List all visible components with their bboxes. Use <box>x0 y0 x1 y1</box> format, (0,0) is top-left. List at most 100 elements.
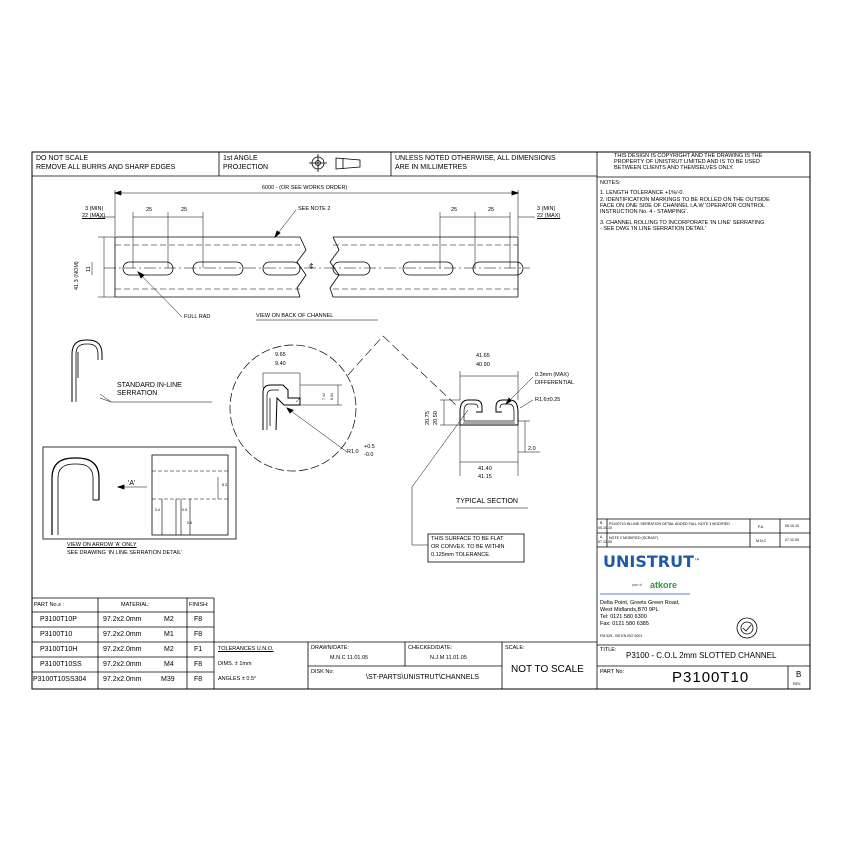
scale-label: SCALE: <box>505 645 525 651</box>
pitch-dim: 25 <box>451 207 458 213</box>
checked-label: CHECKED/DATE: <box>408 645 453 651</box>
part-number: P3100T10P <box>40 616 77 623</box>
differential-label-1: 0.3mm (MAX) <box>535 372 569 378</box>
brand-tel: Tel: 0121 580 6300 <box>600 614 647 620</box>
flat-surface-note-1: THIS SURFACE TO BE FLAT <box>431 536 504 542</box>
revision-desc: NOTE 2 MODIFIED (SCRA07) <box>609 536 658 540</box>
part-material: 97.2x2.0mm <box>103 646 142 653</box>
tolerances-label: TOLERANCES U.N.O. <box>218 646 274 652</box>
copyright-3: BETWEEN CLIENTS AND THEMSELVES ONLY. <box>614 165 734 171</box>
units-label-2: ARE IN MILLIMETRES <box>395 164 467 171</box>
part-grade: M1 <box>164 631 174 638</box>
part-finish: F8 <box>194 676 203 683</box>
full-rad-label: FULL RAD <box>184 314 211 320</box>
section-width-bot-1: 41.40 <box>478 466 492 472</box>
revision-check: 05.10.10 <box>785 524 799 528</box>
brand-name: UNISTRUT <box>603 552 694 571</box>
brand-address-2: West Midlands,B70 9PL <box>600 607 659 613</box>
section-width-bot-2: 41.15 <box>478 474 492 480</box>
arrow-dim-4: 0.6 <box>187 521 192 525</box>
part-grade: M4 <box>164 661 174 668</box>
copyright-2: PROPERTY OF UNISTRUT LIMITED AND IS TO B… <box>614 159 760 165</box>
revision-label: REV. <box>793 682 802 686</box>
flat-surface-note-2: OR CONVEX. TO BE WITHIN <box>431 544 505 550</box>
brand-cert: FM 025 - BS EN ISO 9001 <box>600 634 643 638</box>
part-material: 97.2x2.0mm <box>103 616 142 623</box>
section-thickness: 2.0 <box>528 446 536 452</box>
part-finish: F8 <box>194 661 203 668</box>
revision-letter: B <box>600 521 603 525</box>
max-right-dim: 22 (MAX) <box>537 213 561 219</box>
revision-by: M.N.C <box>756 539 767 543</box>
arrow-dim-1: 8.3 <box>222 483 227 487</box>
back-view-caption: VIEW ON BACK OF CHANNEL <box>256 313 334 319</box>
part-grade: M39 <box>161 676 175 683</box>
pitch-dim: 25 <box>181 207 188 213</box>
max-left-dim: 22 (MAX) <box>82 213 106 219</box>
note-line: INSTRUCTION No. 4 - STAMPING'. <box>600 209 689 215</box>
min-left-dim: 3 (MIN) <box>85 206 104 212</box>
part-number: P3100T10SS304 <box>33 676 87 683</box>
section-width-top-1: 41.65 <box>476 353 490 359</box>
projection-label-2: PROJECTION <box>223 164 269 171</box>
tolerance-angles: ANGLES ± 0.5° <box>218 676 257 682</box>
serration-label-2: SERRATION <box>117 390 158 397</box>
revision-letter: A <box>600 535 603 539</box>
slot-width-dim: 11 <box>86 266 92 272</box>
scale-value: NOT TO SCALE <box>511 664 584 675</box>
do-not-scale-label: DO NOT SCALE <box>36 155 88 162</box>
differential-label-2: DIFFERENTIAL <box>535 380 575 386</box>
title-label: TITLE: <box>600 647 617 653</box>
brand-fax: Fax: 0121 580 6385 <box>600 621 649 627</box>
centreline-symbol: ¢ <box>309 262 314 271</box>
arrow-view-caption: VIEW ON ARROW 'A' ONLY <box>67 542 137 548</box>
detail-radius-tol-plus: +0.5 <box>364 444 375 450</box>
checked-value: N.J.M 11.01.05 <box>430 655 467 661</box>
revision-value: B <box>796 670 802 679</box>
part-grade: M2 <box>164 646 174 653</box>
pitch-dim: 25 <box>488 207 495 213</box>
drawn-value: M.N.C 11.01.05 <box>330 655 369 661</box>
detail-dim-top-1: 9.65 <box>275 352 286 358</box>
part-number: P3100T10H <box>40 646 78 653</box>
detail-radius: R1.0 <box>347 449 359 455</box>
part-material: 97.2x2.0mm <box>103 631 142 638</box>
arrow-dim-2: 0.4 <box>155 508 160 512</box>
detail-dim-side-1: 7.44 <box>322 393 326 400</box>
part-number: P3100T10SS <box>40 661 82 668</box>
note-line: FACE ON ONE SIDE OF CHANNEL I.A.W 'OPERA… <box>600 203 766 209</box>
arrow-view-note: SEE DRAWING 'IN LINE SERRATION DETAIL' <box>67 550 183 556</box>
part-number: P3100T10 <box>40 631 73 638</box>
channel-height-dim: 41.3 (NOM) <box>74 261 80 290</box>
section-radius: R1.6±0.25 <box>535 397 561 403</box>
part-no-label: PART No: <box>600 669 625 675</box>
revision-check: 07.12.05 <box>785 538 799 542</box>
section-height-2: 20.50 <box>433 411 439 425</box>
detail-radius-tol-minus: -0.0 <box>364 452 374 458</box>
arrow-a-label: 'A' <box>128 480 136 487</box>
brand-address-1: Delta Point, Greets Green Road, <box>600 600 680 606</box>
part-finish: F8 <box>194 631 203 638</box>
section-width-top-2: 40.90 <box>476 362 490 368</box>
atkore-logo: atkore <box>650 580 678 590</box>
units-label-1: UNLESS NOTED OTHERWISE, ALL DIMENSIONS <box>395 155 556 162</box>
part-material: 97.2x2.0mm <box>103 676 142 683</box>
detail-dim-side-2: 6.94 <box>330 393 334 400</box>
revision-date: 05.10.10 <box>598 526 612 530</box>
arrow-dim-3: 0.5 <box>182 508 187 512</box>
see-note-label: SEE NOTE 2 <box>298 206 331 212</box>
tolerance-dims: DIMS. ± 1mm <box>218 661 252 667</box>
disk-label: DISK No: <box>311 669 334 675</box>
drawn-label: DRAWN/DATE: <box>311 645 349 651</box>
note-line: - SEE DWG 'IN LINE SERRATION DETAIL' <box>600 226 706 232</box>
brand-tm: ™ <box>694 558 700 565</box>
min-right-dim: 3 (MIN) <box>537 206 556 212</box>
notes-heading: NOTES: <box>600 180 621 186</box>
drawing-title: P3100 - C.O.L 2mm SLOTTED CHANNEL <box>626 651 777 660</box>
revision-desc: P3100T10 IN-LINE SERRATION DETAIL ADDED … <box>609 522 730 526</box>
parts-header-part: PART No.s : <box>34 602 64 608</box>
part-finish: F1 <box>194 646 203 653</box>
part-material: 97.2x2.0mm <box>103 661 142 668</box>
unistrut-logo: UNISTRUT™ <box>603 553 700 571</box>
